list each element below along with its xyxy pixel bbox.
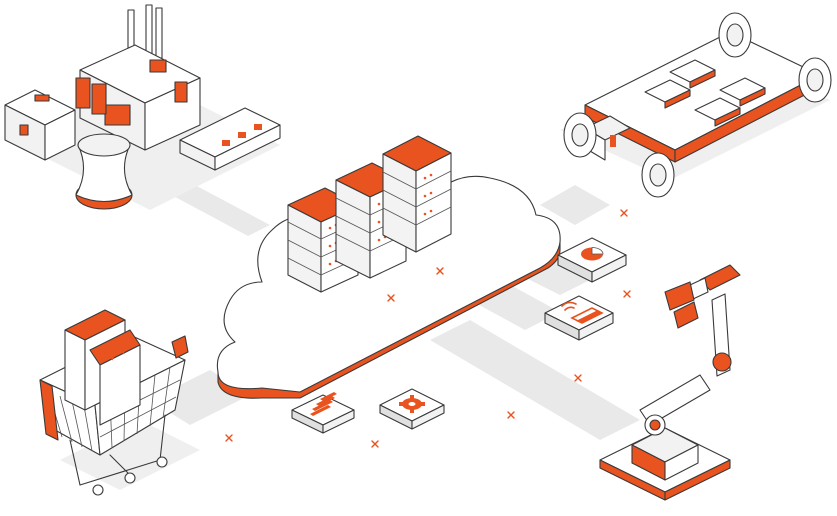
tile-gear [379, 388, 445, 430]
server-stack-right [382, 135, 452, 253]
marker [574, 374, 582, 382]
decorative-markers [225, 209, 631, 448]
tile-bar-chart [291, 392, 355, 434]
tile-pie-chart [557, 237, 627, 283]
tile-wireless-sensor [544, 295, 614, 341]
marker [623, 290, 631, 298]
server-rack-icon [287, 135, 452, 293]
gear-icon [399, 395, 425, 413]
shopping-cart-icon [39, 309, 200, 496]
robot-arm-icon [599, 264, 741, 501]
ev-chassis-icon [560, 12, 832, 198]
marker [507, 411, 515, 419]
wireless-sensor-icon [561, 301, 604, 324]
marker [620, 209, 628, 217]
marker [225, 434, 233, 442]
bar-chart-icon [310, 392, 337, 416]
factory-icon [4, 4, 281, 210]
marker [371, 440, 379, 448]
marker [387, 294, 395, 302]
pie-chart-icon [581, 247, 604, 261]
marker [436, 267, 444, 275]
